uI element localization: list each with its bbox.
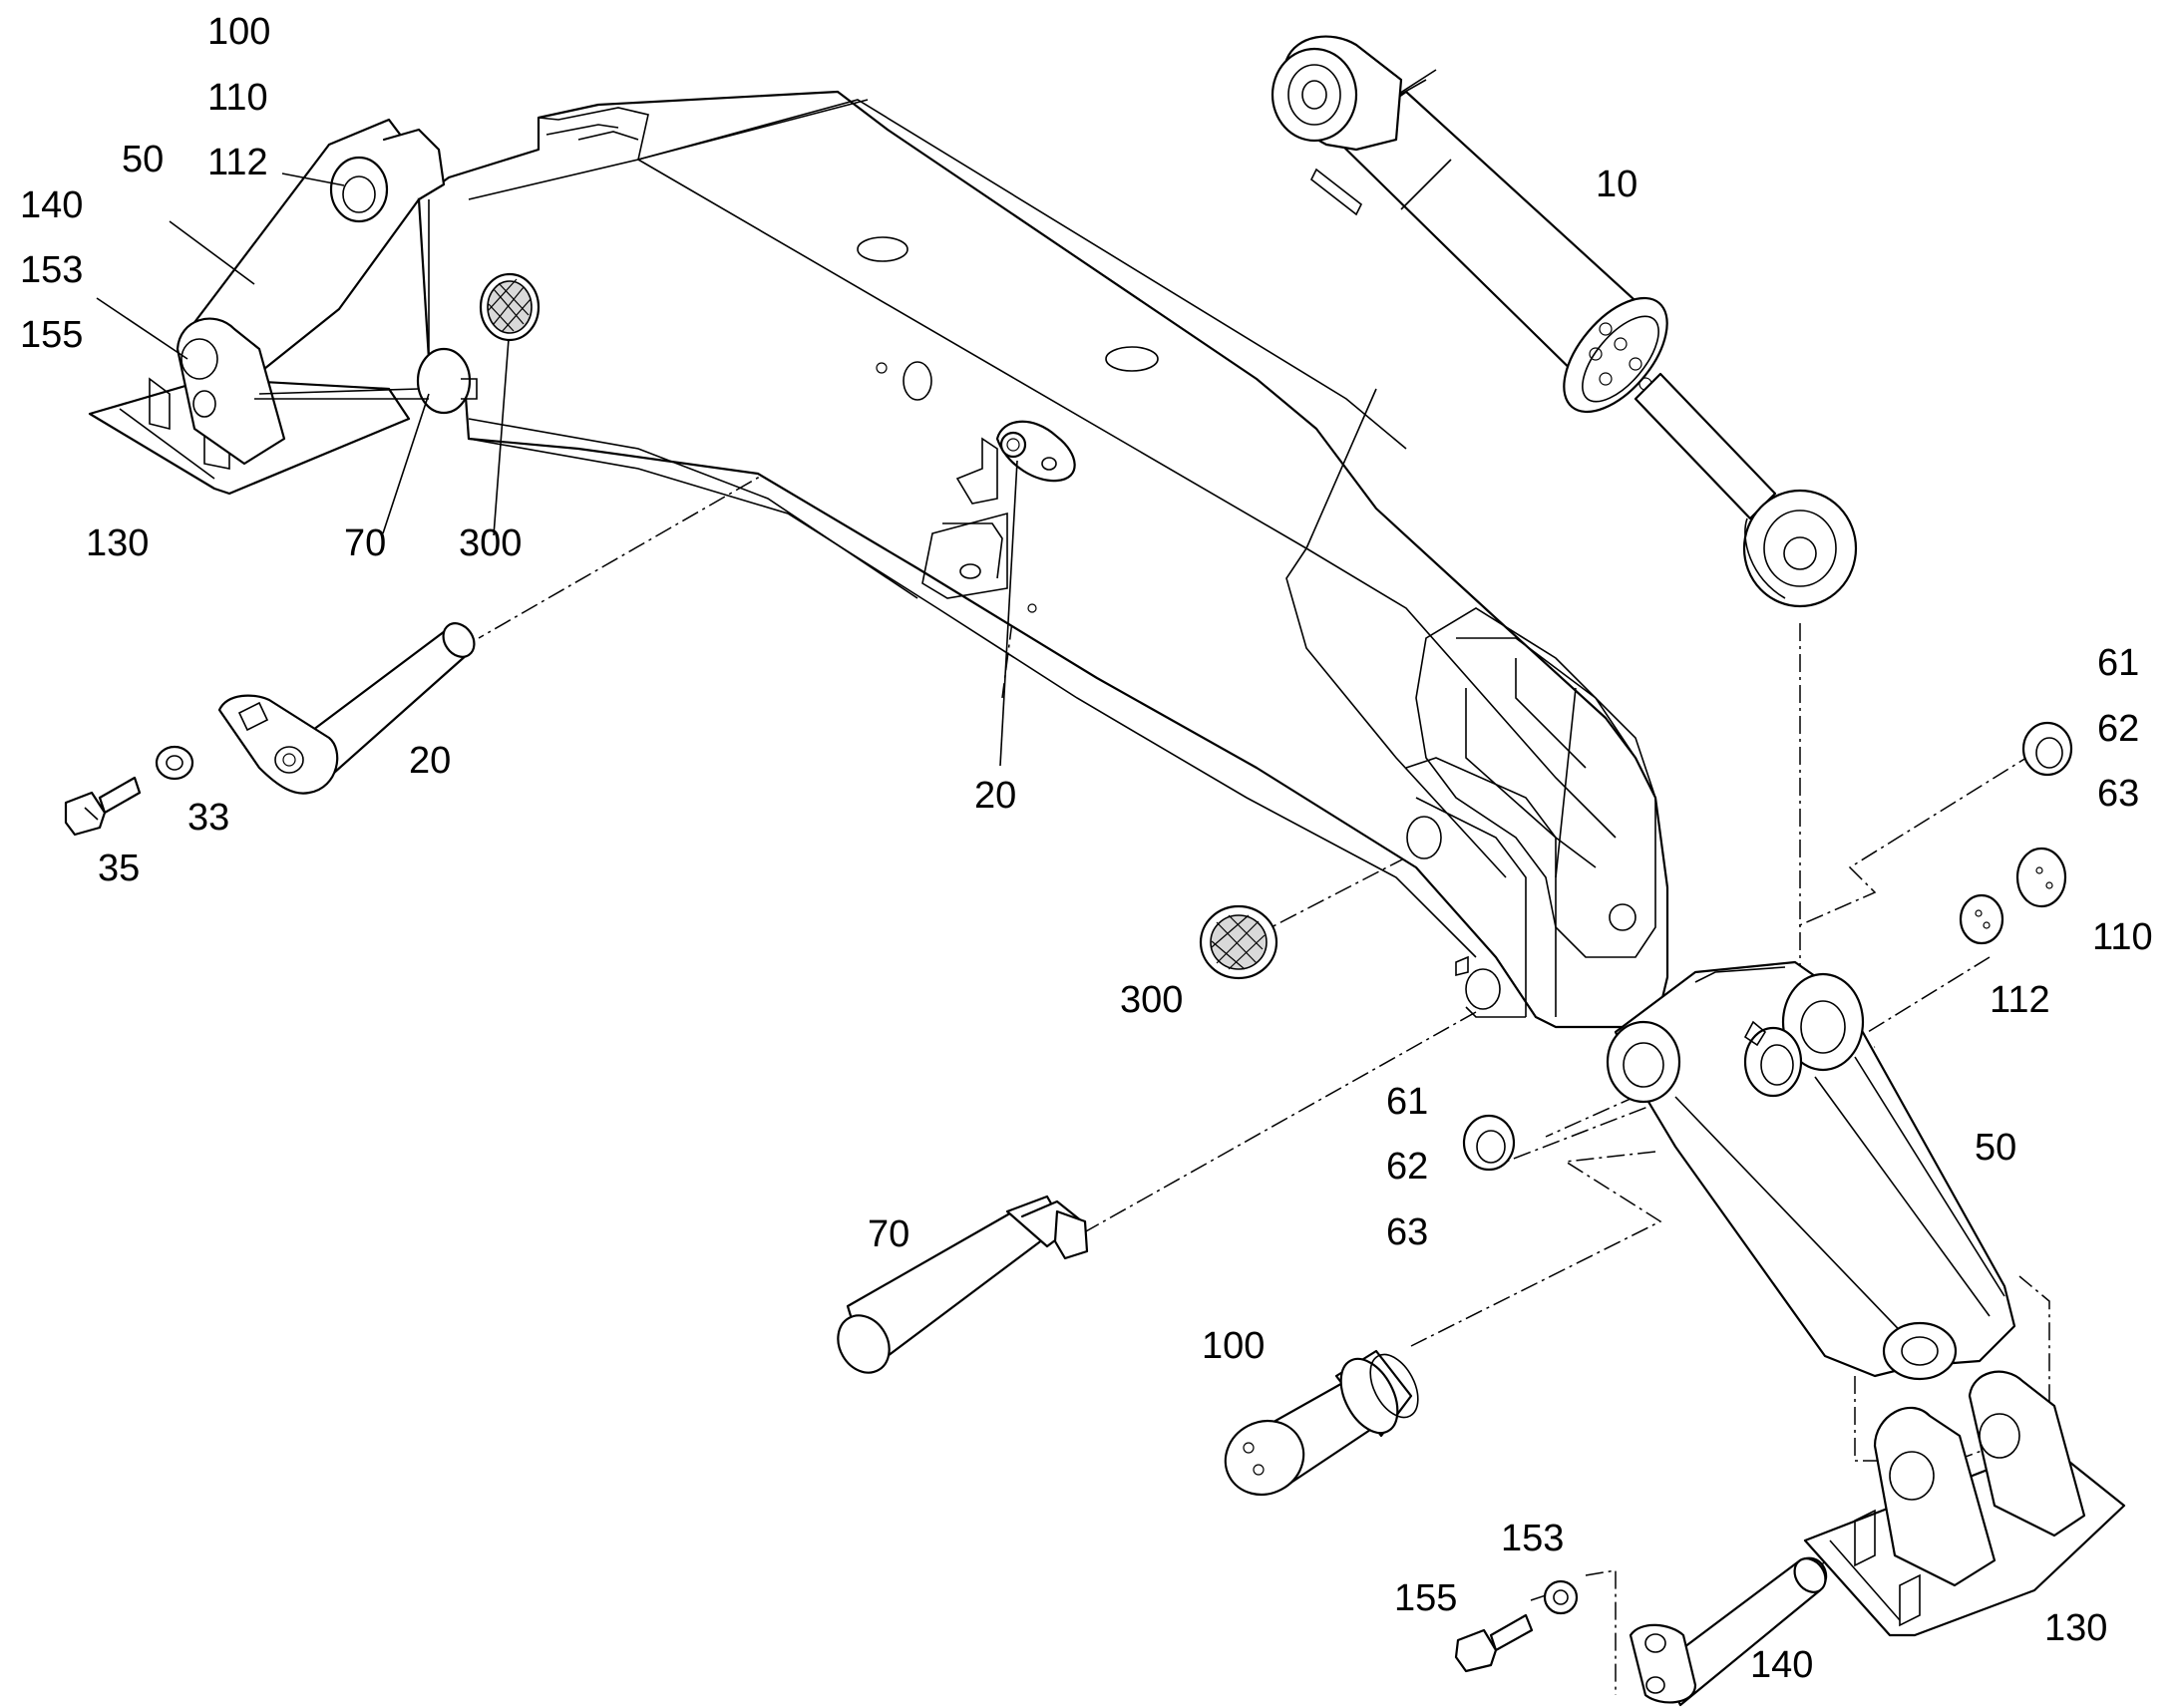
callout-155-bottom: 155: [1394, 1577, 1457, 1619]
callout-63-right: 63: [2097, 773, 2139, 815]
hydraulic-cylinder: [1271, 35, 1858, 608]
callout-130-bottom: 130: [2044, 1607, 2107, 1649]
washer-33: [155, 745, 194, 781]
link-50: [1606, 960, 2016, 1381]
mesh-seal-lower: [1199, 904, 1278, 980]
callout-63-mid: 63: [1386, 1211, 1428, 1253]
callout-130-top: 130: [86, 522, 149, 564]
washer-153: [1543, 1579, 1579, 1615]
callout-112-right: 112: [1990, 979, 2050, 1021]
callout-labels: 100 110 112 50 140 153 155 130 70 300 10…: [20, 11, 2153, 1686]
callout-61-right: 61: [2097, 642, 2139, 684]
callout-61-mid: 61: [1386, 1081, 1428, 1123]
callout-50-right: 50: [1975, 1127, 2016, 1169]
callout-62-mid: 62: [1386, 1146, 1428, 1188]
callout-100-top: 100: [207, 11, 270, 53]
callout-20-left: 20: [409, 740, 451, 782]
thrust-ring-lower: [1462, 1114, 1516, 1172]
pin-100: [1224, 1349, 1419, 1497]
leader-lines: [96, 172, 1018, 767]
callout-300-lower: 300: [1120, 979, 1183, 1021]
mesh-seal-upper: [479, 272, 541, 342]
plate-110: [2015, 847, 2067, 908]
callout-153-bottom: 153: [1501, 1518, 1564, 1559]
callout-300-top: 300: [459, 522, 522, 564]
callout-20-mid: 20: [974, 775, 1016, 817]
callout-35: 35: [98, 848, 140, 889]
shim-112: [1959, 893, 2004, 945]
thrust-ring-upper: [2021, 721, 2073, 777]
callout-50-top: 50: [122, 139, 164, 180]
pin-70: [837, 1195, 1089, 1374]
callout-140-top: 140: [20, 184, 83, 226]
callout-10: 10: [1596, 164, 1637, 205]
callout-110-top: 110: [207, 77, 268, 119]
callout-153-top: 153: [20, 249, 83, 291]
callout-140-bottom: 140: [1750, 1644, 1813, 1686]
boom-arm: [416, 90, 1669, 1029]
left-support-assembly: [88, 118, 446, 496]
callout-62-right: 62: [2097, 708, 2139, 750]
bolt-155: [1454, 1613, 1534, 1673]
pin-with-plate-20: [217, 622, 476, 795]
callout-155-top: 155: [20, 314, 83, 356]
callout-100-lower: 100: [1202, 1325, 1265, 1367]
mounting-foot-130: [1803, 1370, 2126, 1637]
callout-70-top: 70: [344, 522, 386, 564]
callout-33: 33: [187, 797, 229, 839]
bolt-35: [64, 776, 142, 837]
callout-70-lower: 70: [868, 1213, 909, 1255]
pin-140: [1629, 1556, 1828, 1707]
callout-112-top: 112: [207, 142, 268, 183]
callout-110-right: 110: [2092, 916, 2153, 958]
